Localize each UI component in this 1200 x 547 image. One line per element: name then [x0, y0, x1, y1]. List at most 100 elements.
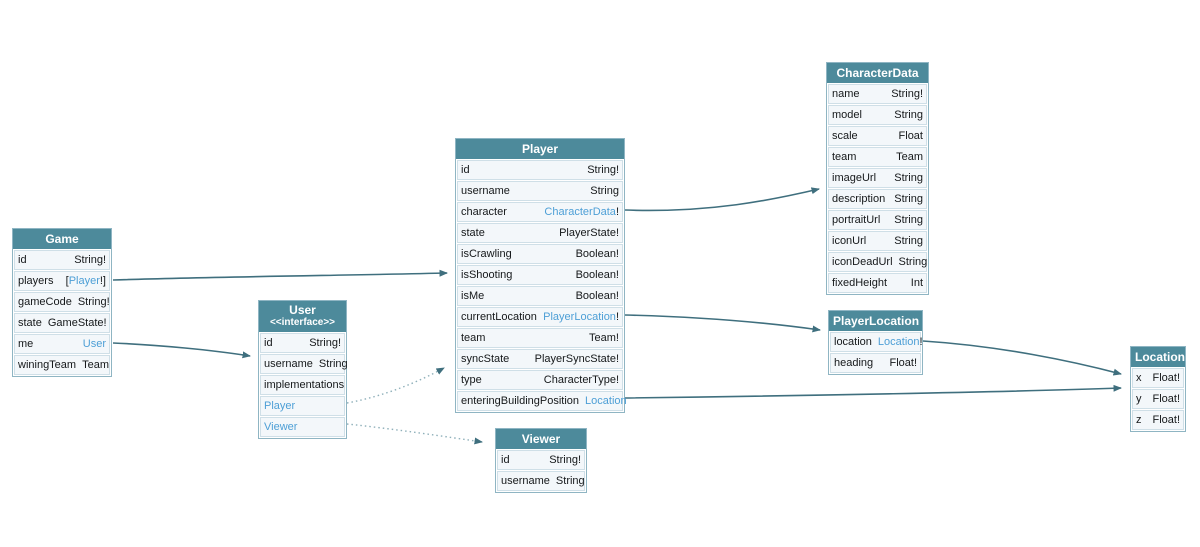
field-type: String — [894, 172, 923, 184]
field-row-z: z Float! — [1132, 410, 1184, 430]
field-row-team: team Team — [828, 147, 927, 167]
edge-user-player-to-player — [346, 367, 445, 404]
type-node-header-location[interactable]: Location — [1131, 347, 1185, 367]
field-name: currentLocation — [461, 311, 537, 323]
field-type: String! — [74, 254, 106, 266]
type-link-location[interactable]: Location — [877, 336, 920, 348]
field-row-players: players[Player!] — [14, 271, 110, 291]
field-type: Float! — [1152, 414, 1180, 426]
type-punctuation: ! — [919, 336, 923, 348]
field-name: id — [18, 254, 27, 266]
field-row-id: id String! — [14, 250, 110, 270]
type-punctuation: ! — [615, 311, 619, 323]
field-type: String — [318, 358, 348, 370]
field-name: x — [1136, 372, 1142, 384]
type-subtitle: <<interface>> — [269, 317, 336, 328]
field-name: z — [1136, 414, 1142, 426]
field-type: Boolean! — [575, 248, 619, 260]
field-row-Player: Player — [260, 396, 345, 416]
type-link-characterdata[interactable]: CharacterData — [544, 206, 616, 218]
type-title: User — [289, 303, 316, 317]
field-type: PlayerSyncState! — [534, 353, 619, 365]
edge-player-character-to-characterdata — [624, 187, 820, 212]
type-node-header-game[interactable]: Game — [13, 229, 111, 249]
field-type[interactable]: Location — [585, 395, 627, 407]
field-type: String! — [309, 337, 341, 349]
type-title: PlayerLocation — [833, 314, 920, 328]
field-type[interactable]: PlayerLocation! — [543, 311, 619, 323]
type-node-header-playerLocation[interactable]: PlayerLocation — [829, 311, 922, 331]
field-name: location — [834, 336, 872, 348]
type-node-header-user[interactable]: User<<interface>> — [259, 301, 346, 332]
field-name: team — [461, 332, 486, 344]
type-title: CharacterData — [836, 66, 919, 80]
field-name: type — [461, 374, 482, 386]
type-node-header-viewer[interactable]: Viewer — [496, 429, 586, 449]
field-name: iconDeadUrl — [832, 256, 893, 268]
edge-game-players-to-player — [112, 269, 448, 281]
field-type: Float — [898, 130, 923, 142]
type-punctuation: [ — [65, 275, 69, 287]
field-name-link[interactable]: Viewer — [264, 421, 298, 433]
type-node-header-characterData[interactable]: CharacterData — [827, 63, 928, 83]
field-type[interactable]: [Player!] — [66, 275, 106, 287]
field-row-currentLocation: currentLocation PlayerLocation! — [457, 307, 623, 327]
field-type[interactable]: CharacterData! — [544, 206, 619, 218]
type-link-playerlocation[interactable]: PlayerLocation — [543, 311, 616, 323]
type-link-user[interactable]: User — [82, 338, 106, 350]
field-row-scale: scale Float — [828, 126, 927, 146]
field-row-implementations: implementations — [260, 375, 345, 395]
field-name: team — [832, 151, 857, 163]
type-punctuation: !] — [99, 275, 106, 287]
field-row-Viewer: Viewer — [260, 417, 345, 437]
edge-player-currentlocation-to-playerlocation — [624, 314, 821, 333]
field-name: syncState — [461, 353, 510, 365]
type-link-location[interactable]: Location — [585, 395, 627, 407]
field-type: Boolean! — [575, 269, 619, 281]
type-title: Location — [1135, 350, 1185, 364]
field-type: Float! — [1152, 372, 1180, 384]
field-type: Team — [896, 151, 923, 163]
field-name: name — [832, 88, 860, 100]
field-name: id — [264, 337, 273, 349]
edge-playerlocation-location-to-location — [922, 340, 1122, 376]
field-type[interactable]: User — [83, 338, 106, 350]
field-type: CharacterType! — [543, 374, 619, 386]
field-type: GameState! — [47, 317, 107, 329]
field-name-link[interactable]: Player — [264, 400, 296, 412]
type-link-player[interactable]: Player — [68, 275, 100, 287]
field-name: implementations — [264, 379, 345, 391]
field-name: scale — [832, 130, 858, 142]
field-name: fixedHeight — [832, 277, 888, 289]
field-name: username — [501, 475, 550, 487]
field-name: character — [461, 206, 507, 218]
field-type: String! — [77, 296, 110, 308]
field-row-gameCode: gameCode String! — [14, 292, 110, 312]
field-name: heading — [834, 357, 874, 369]
field-type: String — [894, 193, 923, 205]
field-row-id: id String! — [260, 333, 345, 353]
field-type: PlayerState! — [559, 227, 619, 239]
type-node-header-player[interactable]: Player — [456, 139, 624, 159]
field-type[interactable]: Location! — [878, 336, 923, 348]
field-name: gameCode — [18, 296, 72, 308]
